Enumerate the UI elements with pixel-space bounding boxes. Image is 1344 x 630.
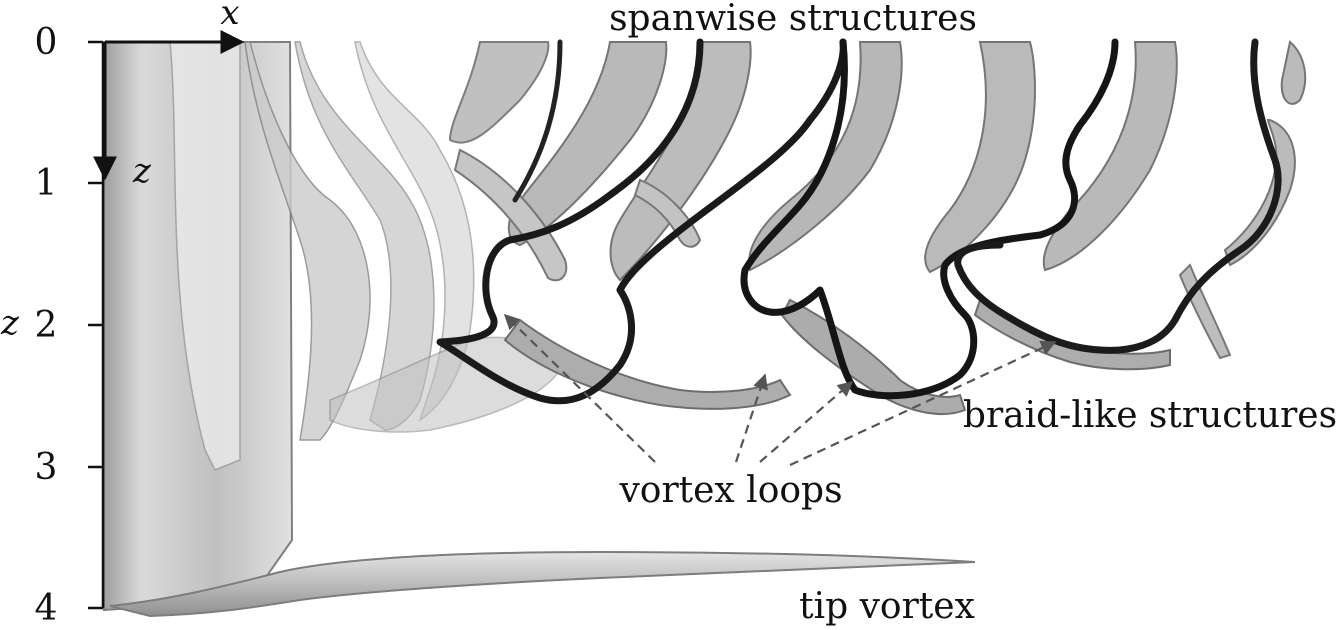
spanwise-tube [748, 41, 903, 272]
braid-like-structures-label: braid-like structures [963, 395, 1337, 436]
isosurface-group [103, 40, 1307, 618]
braid-sheath [780, 298, 967, 416]
braid-sheath [973, 298, 1171, 371]
vortex-core-line [740, 38, 1119, 400]
spanwise-tube [507, 41, 668, 247]
z-axis-label: z [0, 303, 20, 343]
annotation-arrow [503, 313, 656, 463]
z-direction-label: z [132, 151, 152, 191]
vortex-core-line [436, 38, 847, 405]
vortex-core-line [954, 38, 1282, 354]
tip-vortex-surface [109, 550, 976, 618]
loose-tube [453, 148, 568, 282]
z-tick-label: 4 [35, 588, 58, 629]
z-tick-label: 3 [35, 447, 58, 488]
annotation-arrow [734, 373, 768, 463]
vortex-loops-arrows [503, 313, 1057, 466]
z-tick-label: 0 [35, 22, 58, 63]
tip-vortex-label: tip vortex [799, 586, 975, 627]
z-tick-label: 2 [35, 305, 58, 346]
annotation-arrow [789, 340, 1057, 466]
spanwise-tube [924, 41, 1036, 274]
spanwise-structures-label: spanwise structures [609, 0, 977, 39]
vortex-core-lines [436, 38, 1282, 405]
vortex-loops-label: vortex loops [618, 470, 842, 511]
near-plate-structure [244, 41, 371, 441]
spanwise-tube [448, 41, 550, 144]
spanwise-tube [1042, 41, 1178, 272]
z-tick-label: 1 [35, 163, 58, 204]
vortex-core-line [512, 39, 563, 203]
braid-sheath [503, 318, 792, 410]
z-axis [88, 40, 105, 610]
plate-inner-ridge [169, 41, 241, 471]
spanwise-tube [1223, 40, 1307, 267]
axis-direction-arrows [93, 30, 245, 181]
annotation-arrow [759, 380, 854, 463]
x-axis-label: x [220, 0, 239, 33]
